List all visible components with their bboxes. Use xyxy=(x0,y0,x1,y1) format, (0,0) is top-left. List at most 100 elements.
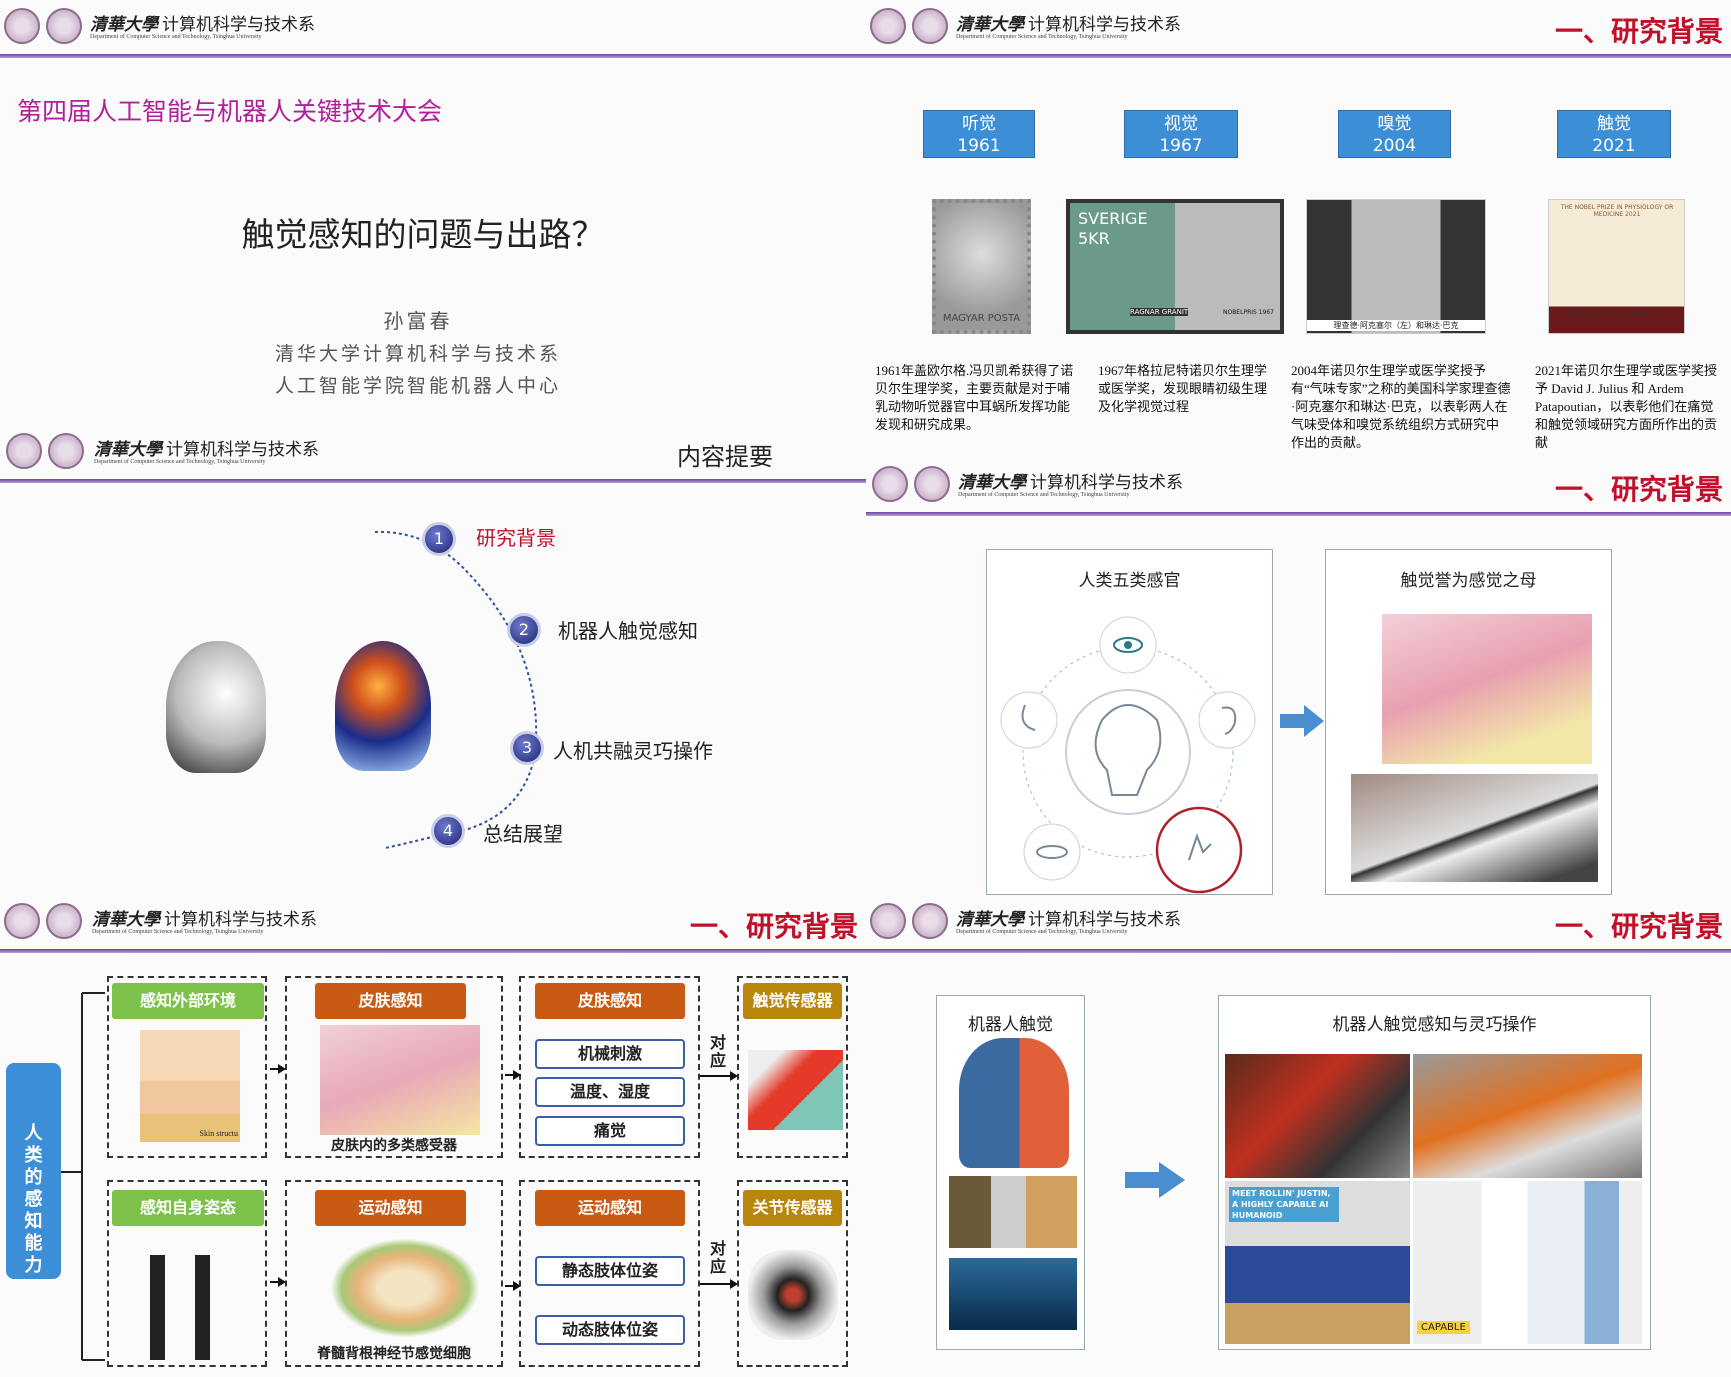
panel-title: 机器人触觉 xyxy=(968,1015,1053,1035)
photo-julius-patapoutian: THE NOBEL PRIZE IN PHYSIOLOGY OR MEDICIN… xyxy=(1548,199,1685,334)
sense-year: 1967 xyxy=(1159,136,1203,156)
tag-external: 感知外部环境 xyxy=(112,983,264,1019)
robot-arm-photo xyxy=(1225,1054,1410,1178)
kitchen-robot-photo: CAPABLE xyxy=(1413,1181,1642,1344)
photo-caption: THE NOBEL PRIZE IN PHYSIOLOGY OR MEDICIN… xyxy=(1560,204,1674,218)
tsinghua-seal-icon xyxy=(4,903,40,939)
tag-posture: 感知自身姿态 xyxy=(112,1190,264,1226)
stamp-text: SVERIGE xyxy=(1078,209,1148,228)
talk-title: 触觉感知的问题与出路？ xyxy=(241,215,605,254)
toc-number-4: 4 xyxy=(431,814,465,848)
correspond-label: 对应 xyxy=(710,1033,727,1070)
dashed-box xyxy=(519,976,700,1158)
stamp-text: MAGYAR POSTA xyxy=(942,313,1021,324)
arrow-right xyxy=(270,1064,286,1074)
dashed-box xyxy=(737,1180,848,1367)
root-box: 人类的感知能力 xyxy=(6,1063,61,1279)
tag-skin: 皮肤感知 xyxy=(315,983,466,1019)
dept-name: 计算机科学与技术系 xyxy=(1030,473,1183,493)
root-label: 人类的感知能力 xyxy=(24,1123,43,1276)
toc-item-1[interactable]: 研究背景 xyxy=(476,526,556,550)
toc-item-4[interactable]: 总结展望 xyxy=(483,822,563,846)
dept-english: Department of Computer Science and Techn… xyxy=(958,492,1130,498)
skin-structure-image: Skin structu xyxy=(140,1030,240,1142)
dept-english: Department of Computer Science and Techn… xyxy=(92,929,264,935)
dashed-box xyxy=(285,1180,503,1367)
robot-touch-panel: 机器人触觉 xyxy=(936,995,1085,1350)
tsinghua-seal-icon xyxy=(872,466,908,502)
item-temperature: 温度、湿度 xyxy=(535,1077,685,1107)
dashed-box xyxy=(519,1180,700,1367)
toc-item-3[interactable]: 人机共融灵巧操作 xyxy=(553,739,713,763)
sensor-samples-image xyxy=(949,1176,1077,1248)
dept-english: Department of Computer Science and Techn… xyxy=(956,929,1128,935)
dashed-box xyxy=(107,1180,267,1367)
header-divider xyxy=(0,479,866,483)
school-name: 清華大學 xyxy=(958,473,1026,493)
tsinghua-seal-icon xyxy=(6,433,42,469)
toc-number-3: 3 xyxy=(510,731,544,765)
skin-cross-section-image xyxy=(1382,614,1592,764)
sense-name: 听觉 xyxy=(962,114,996,134)
section-title: 一、研究背景 xyxy=(1554,473,1723,506)
affiliation-2: 人工智能学院智能机器人中心 xyxy=(274,375,561,397)
skin-label: Skin structu xyxy=(199,1129,238,1138)
photo-axel-buck: 理查德·阿克塞尔（左）和琳达·巴克 xyxy=(1306,199,1486,334)
spinal-caption: 脊髓背根神经节感觉细胞 xyxy=(317,1346,471,1362)
tag-motion-2: 运动感知 xyxy=(535,1190,685,1226)
school-name: 清華大學 xyxy=(94,440,162,460)
stamp-text: NOBELPRIS 1967 xyxy=(1222,309,1274,316)
dept-name: 计算机科学与技术系 xyxy=(1028,15,1181,35)
arrow-right-icon xyxy=(1125,1162,1185,1198)
tsinghua-seal-icon xyxy=(4,8,40,44)
skin-caption: 皮肤内的多类感受器 xyxy=(331,1138,457,1154)
rollin-justin-photo: MEET ROLLIN' JUSTIN, A HIGHLY CAPABLE AI… xyxy=(1225,1181,1410,1344)
dept-name: 计算机科学与技术系 xyxy=(164,910,317,930)
stamp-bekesy: MAGYAR POSTA xyxy=(932,199,1031,334)
sense-year: 2021 xyxy=(1592,136,1636,156)
sensor-hand-image xyxy=(959,1038,1069,1168)
robot-head-image xyxy=(166,641,266,773)
justin-caption: MEET ROLLIN' JUSTIN, A HIGHLY CAPABLE AI… xyxy=(1229,1187,1339,1222)
sense-name: 嗅觉 xyxy=(1377,114,1412,134)
tactile-sensor-image xyxy=(748,1050,843,1130)
spinal-ganglion-image xyxy=(330,1238,480,1338)
dashed-box xyxy=(285,976,503,1158)
arrow-right xyxy=(505,1070,521,1080)
arrow-right xyxy=(700,1071,738,1081)
header-divider xyxy=(0,949,866,953)
description-touch: 2021年诺贝尔生理学或医学奖授予 David J. Julius 和 Arde… xyxy=(1535,363,1718,450)
senses-circle-diagram xyxy=(1000,616,1256,894)
slide-robot-touch: 清華大學计算机科学与技术系 Department of Computer Sci… xyxy=(866,895,1731,1377)
joint-sensor-image xyxy=(748,1250,838,1340)
slide-nobel-senses: 清華大學计算机科学与技术系 Department of Computer Sci… xyxy=(866,0,1731,458)
item-pain: 痛觉 xyxy=(535,1116,685,1146)
dept-name: 计算机科学与技术系 xyxy=(166,440,319,460)
header-divider xyxy=(866,949,1731,953)
photo-caption: 理查德·阿克塞尔（左）和琳达·巴克 xyxy=(1307,320,1485,331)
dept-seal-icon xyxy=(912,8,948,44)
dept-seal-icon xyxy=(46,8,82,44)
correspond-label: 对应 xyxy=(710,1239,727,1276)
header-divider xyxy=(0,54,866,58)
panel-title: 机器人触觉感知与灵巧操作 xyxy=(1332,1015,1537,1035)
author-name: 孙富春 xyxy=(383,309,453,333)
section-title: 内容提要 xyxy=(677,443,773,471)
stamp-text: RAGNAR GRANIT xyxy=(1130,308,1189,316)
dept-english: Department of Computer Science and Techn… xyxy=(94,459,266,465)
school-name: 清華大學 xyxy=(90,15,158,35)
item-static-pose: 静态肢体位姿 xyxy=(535,1256,685,1286)
description-smell: 2004年诺贝尔生理学或医学奖授予有“气味专家”之称的美国科学家理查德·阿克塞尔… xyxy=(1291,363,1511,450)
dept-name: 计算机科学与技术系 xyxy=(1028,910,1181,930)
sense-name: 视觉 xyxy=(1164,114,1198,134)
toc-item-2[interactable]: 机器人触觉感知 xyxy=(558,619,698,643)
affiliation-1: 清华大学计算机科学与技术系 xyxy=(274,343,561,365)
dept-english: Department of Computer Science and Techn… xyxy=(90,34,262,40)
sense-name: 触觉 xyxy=(1597,114,1631,134)
five-senses-panel: 人类五类感官 xyxy=(986,549,1273,895)
touch-mother-panel: 触觉誉为感觉之母 xyxy=(1325,549,1612,895)
arrow-right xyxy=(700,1279,738,1289)
school-name: 清華大學 xyxy=(956,15,1024,35)
description-vision: 1967年格拉尼特诺贝尔生理学或医学奖，发现眼睛初级生理及化学视觉过程 xyxy=(1098,363,1268,414)
gripper-photo xyxy=(1413,1054,1642,1178)
